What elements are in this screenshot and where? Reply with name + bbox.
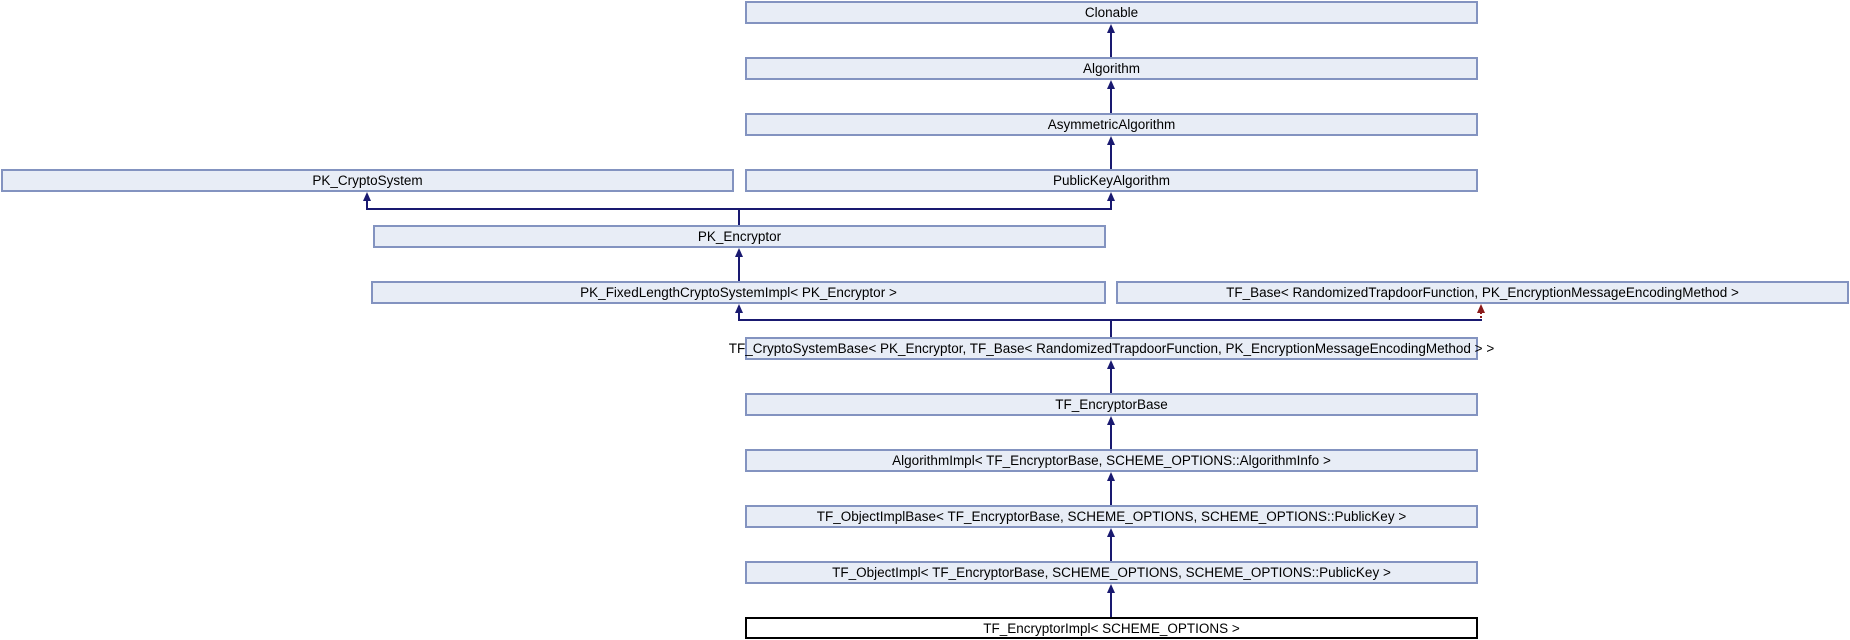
class-node-pk-fixedlength-cryptosystem-impl[interactable]: PK_FixedLengthCryptoSystemImpl< PK_Encry… xyxy=(371,281,1106,304)
arrowhead-algorithmimpl-to-encryptorbase xyxy=(1107,416,1115,425)
edge-encryptorbase-to-cryptosystembase xyxy=(1110,368,1112,393)
edge-objectimpl-to-objectimplbase xyxy=(1110,536,1112,561)
arrowhead-fixedlength-to-pkencryptor xyxy=(735,248,743,257)
edge-stem-pkencryptor xyxy=(738,210,740,225)
arrowhead-cryptosystembase-to-tfbase-private xyxy=(1477,304,1485,313)
edge-algorithm-to-clonable xyxy=(1110,32,1112,57)
edge-algorithmimpl-to-encryptorbase xyxy=(1110,424,1112,449)
edge-branch-right-cryptosystembase-dashed xyxy=(1480,312,1482,319)
class-node-tf-base[interactable]: TF_Base< RandomizedTrapdoorFunction, PK_… xyxy=(1116,281,1849,304)
arrowhead-pkencryptor-to-pkcryptosystem xyxy=(363,192,371,201)
edge-branch-left-cryptosystembase xyxy=(738,312,740,319)
edge-publickey-to-asymmetric xyxy=(1110,144,1112,169)
arrowhead-cryptosystembase-to-fixedlength xyxy=(735,304,743,313)
edge-asymmetric-to-algorithm xyxy=(1110,88,1112,113)
edge-elbow-cryptosystembase xyxy=(738,319,1482,321)
class-node-tf-encryptor-impl-focal: TF_EncryptorImpl< SCHEME_OPTIONS > xyxy=(745,617,1478,639)
edge-encryptorimpl-to-objectimpl xyxy=(1110,592,1112,617)
arrowhead-publickey-to-asymmetric xyxy=(1107,136,1115,145)
class-node-pk-cryptosystem[interactable]: PK_CryptoSystem xyxy=(1,169,734,192)
class-node-publickey-algorithm[interactable]: PublicKeyAlgorithm xyxy=(745,169,1478,192)
class-node-tf-object-impl-base[interactable]: TF_ObjectImplBase< TF_EncryptorBase, SCH… xyxy=(745,505,1478,528)
class-node-pk-encryptor[interactable]: PK_Encryptor xyxy=(373,225,1106,248)
edge-elbow-pkencryptor xyxy=(366,208,1112,210)
edge-fixedlength-to-pkencryptor xyxy=(738,256,740,281)
class-node-tf-object-impl[interactable]: TF_ObjectImpl< TF_EncryptorBase, SCHEME_… xyxy=(745,561,1478,584)
edge-objectimplbase-to-algorithmimpl xyxy=(1110,480,1112,505)
arrowhead-objectimpl-to-objectimplbase xyxy=(1107,528,1115,537)
arrowhead-asymmetric-to-algorithm xyxy=(1107,80,1115,89)
edge-branch-left-pkencryptor xyxy=(366,200,368,208)
arrowhead-pkencryptor-to-publickeyalgorithm xyxy=(1107,192,1115,201)
class-node-clonable[interactable]: Clonable xyxy=(745,1,1478,24)
edge-stem-cryptosystembase xyxy=(1110,321,1112,337)
class-node-tf-encryptor-base[interactable]: TF_EncryptorBase xyxy=(745,393,1478,416)
class-node-algorithm[interactable]: Algorithm xyxy=(745,57,1478,80)
edge-branch-right-pkencryptor xyxy=(1110,200,1112,208)
class-node-asymmetric-algorithm[interactable]: AsymmetricAlgorithm xyxy=(745,113,1478,136)
class-node-algorithm-impl[interactable]: AlgorithmImpl< TF_EncryptorBase, SCHEME_… xyxy=(745,449,1478,472)
arrowhead-algorithm-to-clonable xyxy=(1107,24,1115,33)
class-node-tf-cryptosystem-base[interactable]: TF_CryptoSystemBase< PK_Encryptor, TF_Ba… xyxy=(729,337,1494,360)
arrowhead-encryptorbase-to-cryptosystembase xyxy=(1107,360,1115,369)
arrowhead-objectimplbase-to-algorithmimpl xyxy=(1107,472,1115,481)
arrowhead-encryptorimpl-to-objectimpl xyxy=(1107,584,1115,593)
